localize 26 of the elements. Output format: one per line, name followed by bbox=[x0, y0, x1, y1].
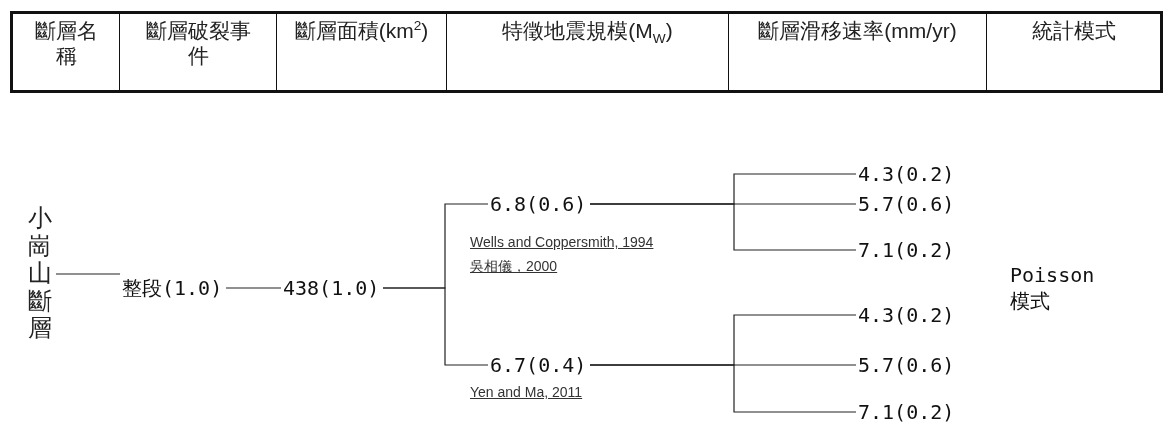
branch-value: 5.7(0.6) bbox=[858, 355, 955, 375]
column-header: 統計模式 bbox=[1031, 18, 1116, 44]
branch-value: 438(1.0) bbox=[283, 278, 380, 298]
branch-value: 7.1(0.2) bbox=[858, 240, 955, 260]
branch-value: 7.1(0.2) bbox=[858, 402, 955, 422]
column-header: 斷層破裂事件 bbox=[144, 18, 252, 69]
branch-value: 6.7(0.4) bbox=[490, 355, 587, 375]
tree-connector bbox=[225, 287, 282, 289]
tree-connector bbox=[55, 273, 121, 275]
column-header: 斷層面積(km$^{2}$) bbox=[294, 18, 429, 44]
branch-value: 整段(1.0) bbox=[122, 278, 223, 298]
branch-value: 4.3(0.2) bbox=[858, 164, 955, 184]
column-header: 斷層滑移速率(mm/yr) bbox=[758, 18, 957, 44]
branch-value: 6.8(0.6) bbox=[490, 194, 587, 214]
fault-name: 小崗山斷層 bbox=[28, 205, 52, 343]
tree-connector bbox=[382, 287, 489, 366]
citation-text: Yen and Ma, 2011 bbox=[470, 384, 583, 400]
branch-value: 4.3(0.2) bbox=[858, 305, 955, 325]
citation-text: 吳相儀，2000 bbox=[470, 258, 558, 276]
column-header: 斷層名稱 bbox=[33, 18, 99, 69]
tree-connector bbox=[589, 364, 857, 413]
column-header: 特徵地震規模(M$_{W}$) bbox=[502, 18, 673, 48]
tree-connector bbox=[589, 203, 857, 251]
citation-text: Wells and Coppersmith, 1994 bbox=[470, 234, 654, 250]
model-label: Poisson 模式 bbox=[1010, 262, 1096, 314]
branch-value: 5.7(0.6) bbox=[858, 194, 955, 214]
